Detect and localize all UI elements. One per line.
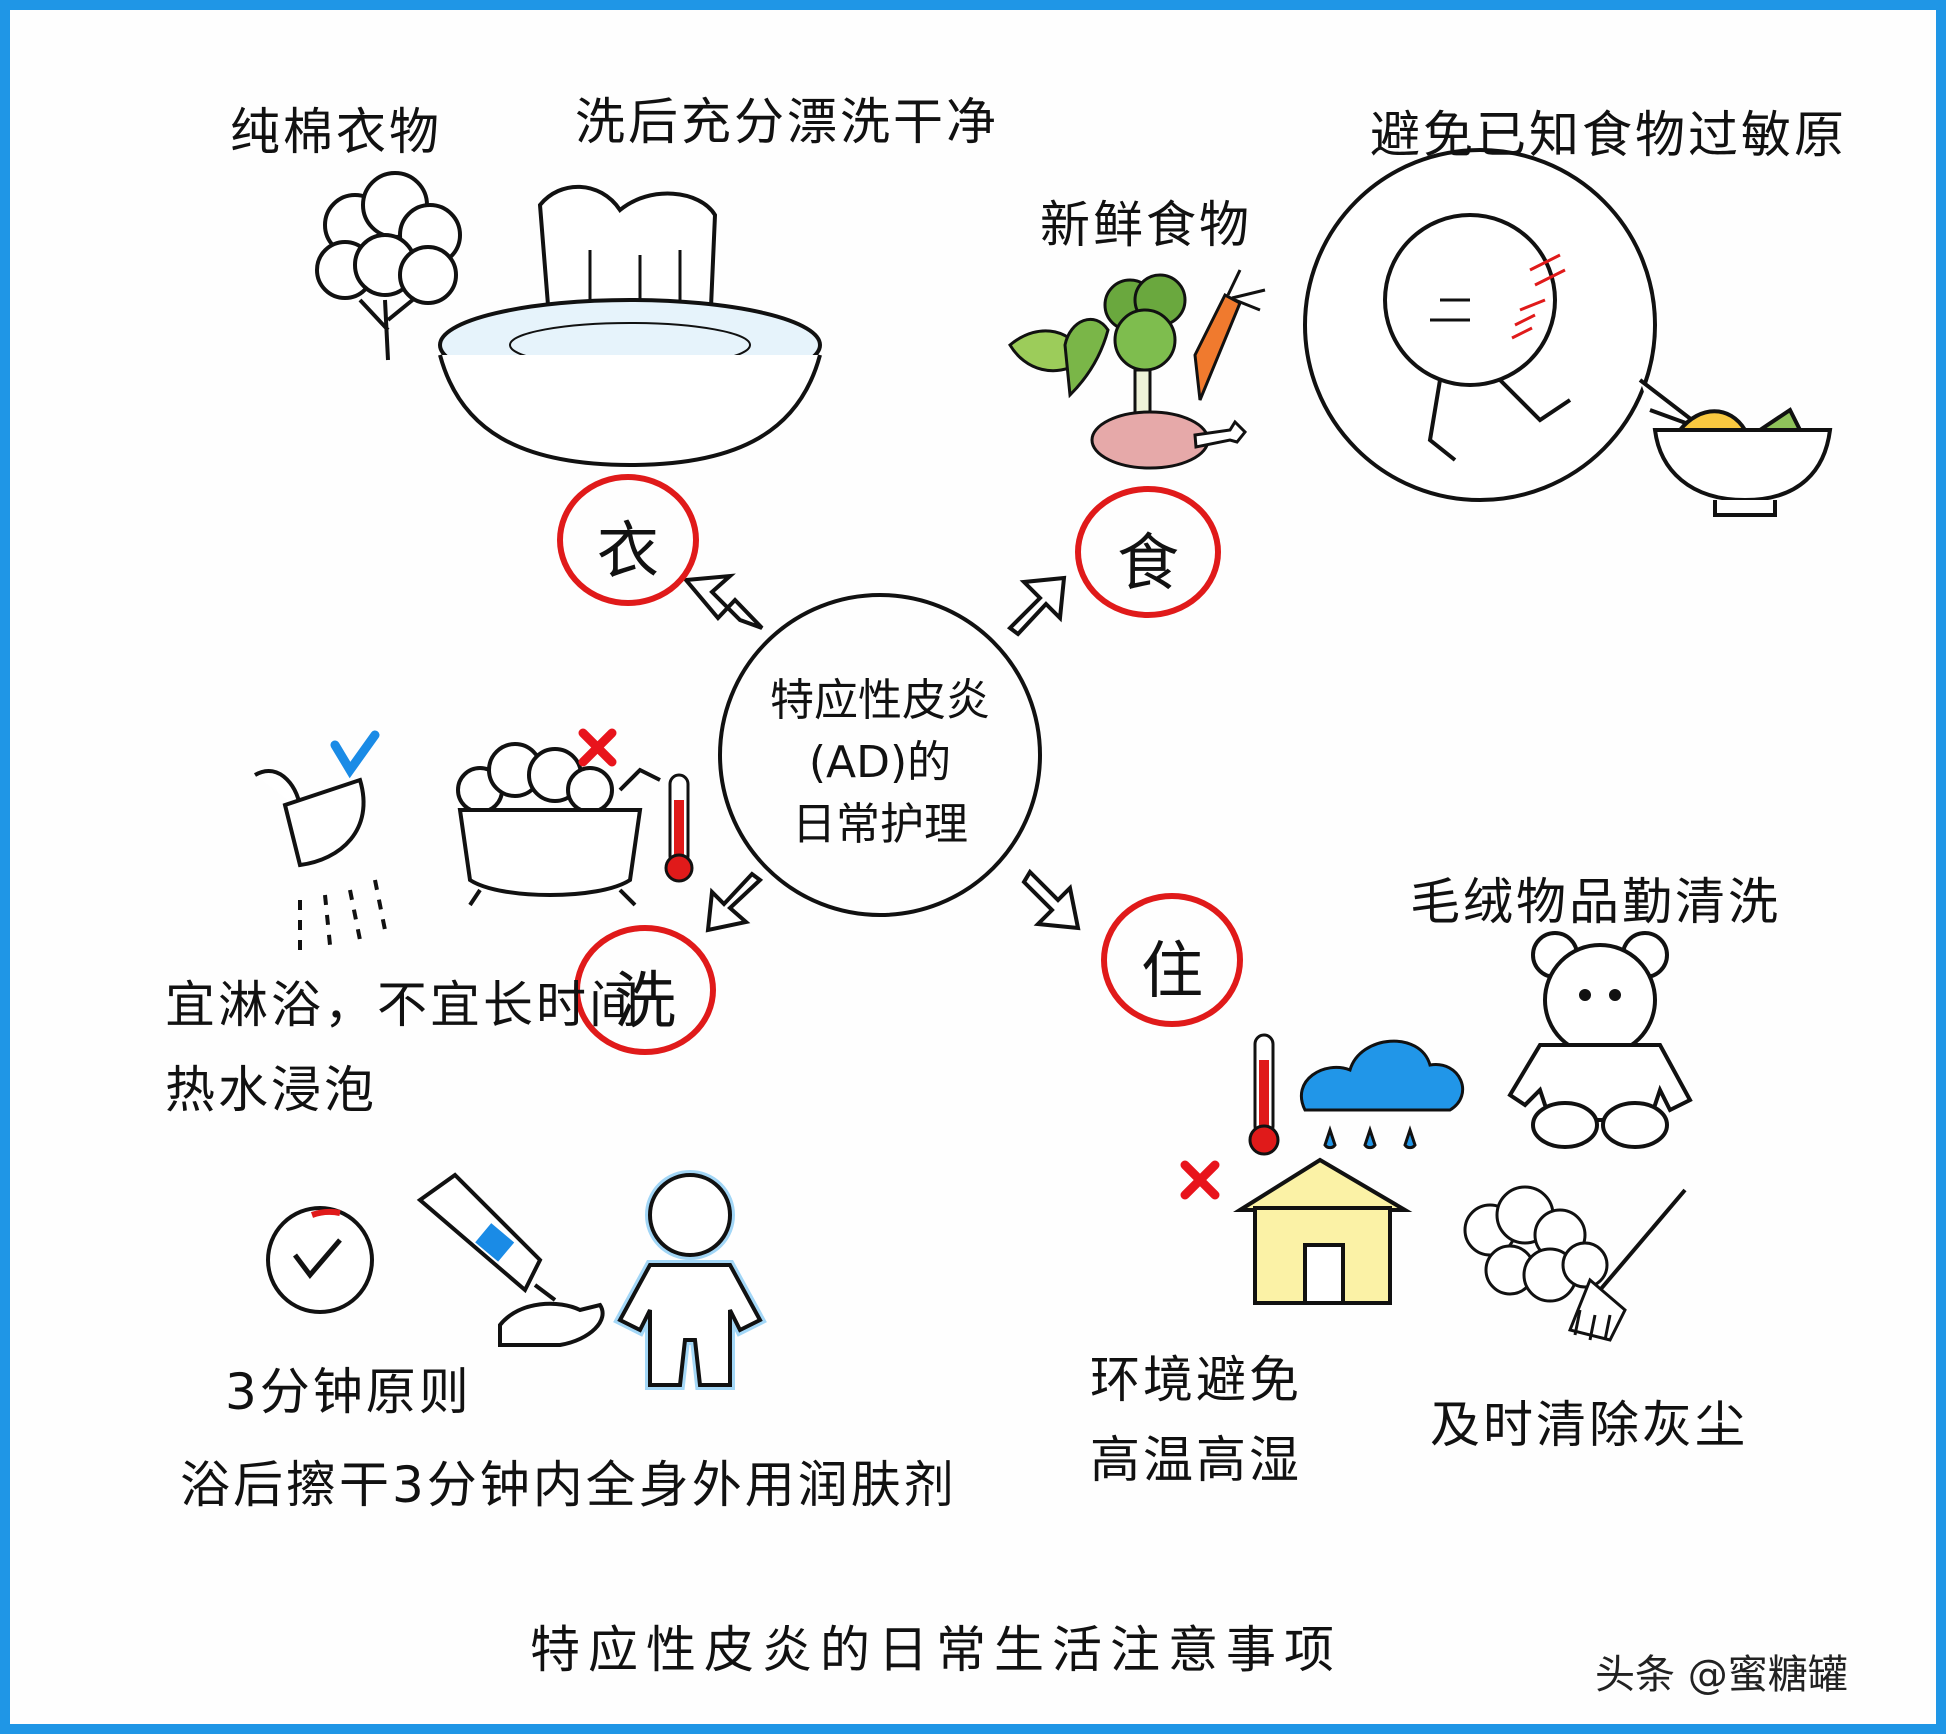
arrow-to-food: [1006, 575, 1067, 637]
rain-cloud-icon: [1299, 1039, 1464, 1150]
watermark: 头条 @蜜糖罐: [1595, 1652, 1848, 1698]
circle-clothing: [557, 474, 699, 606]
label-three-minute-rule: 3分钟原则: [225, 1363, 472, 1421]
footer-title: 特应性皮炎的日常生活注意事项: [530, 1621, 1342, 1679]
clock-icon: [266, 1206, 374, 1314]
label-clear-dust: 及时清除灰尘: [1430, 1396, 1748, 1454]
category-washing: 洗: [613, 964, 676, 1037]
center-title: 特应性皮炎 (AD)的 日常护理: [760, 670, 1000, 856]
label-wash-thoroughly: 洗后充分漂洗干净: [575, 93, 999, 151]
arrow-to-clothing: [682, 573, 764, 630]
label-env-line-2: 高温高湿: [1090, 1431, 1302, 1489]
teddy-bear-icon: [1507, 931, 1693, 1149]
arrow-to-living: [1021, 868, 1081, 931]
arrow-to-washing: [705, 871, 764, 933]
category-living: 住: [1140, 934, 1203, 1007]
circle-living: [1101, 893, 1243, 1027]
label-shower-line-2: 热水浸泡: [165, 1061, 377, 1119]
allergy-bubble-icon: [1303, 148, 1833, 517]
cross-icon-house: [1180, 1160, 1220, 1200]
center-line-1: 特应性皮炎: [770, 675, 990, 726]
label-avoid-allergens: 避免已知食物过敏原: [1370, 106, 1847, 164]
cross-icon-bath: [578, 728, 617, 767]
center-line-2: (AD)的: [808, 737, 952, 788]
cotton-icon: [315, 171, 462, 361]
label-fresh-food: 新鲜食物: [1040, 196, 1252, 254]
thermometer-icon: [1248, 1033, 1280, 1156]
center-circle: [718, 593, 1042, 917]
basin-clothes-icon: [438, 184, 822, 468]
check-icon: [330, 730, 380, 779]
category-clothing: 衣: [596, 514, 659, 587]
circle-food: [1075, 486, 1221, 618]
category-food: 食: [1116, 526, 1179, 599]
bathtub-icon: [456, 742, 661, 907]
lotion-icon: [416, 1172, 605, 1347]
shower-icon: [253, 768, 387, 950]
label-shower-line-1: 宜淋浴，不宜长时间: [165, 976, 642, 1034]
dust-broom-icon: [1463, 1185, 1687, 1342]
fresh-food-icon: [1008, 269, 1266, 470]
label-plush-wash: 毛绒物品勤清洗: [1410, 873, 1781, 931]
center-line-3: 日常护理: [792, 799, 968, 850]
house-icon: [1233, 1157, 1413, 1305]
label-moisturize: 浴后擦干3分钟内全身外用润肤剂: [180, 1456, 957, 1514]
circle-washing: [574, 925, 716, 1055]
label-env-line-1: 环境避免: [1090, 1351, 1302, 1409]
thermometer-high-icon: [664, 773, 694, 883]
label-cotton-clothing: 纯棉衣物: [230, 103, 442, 161]
